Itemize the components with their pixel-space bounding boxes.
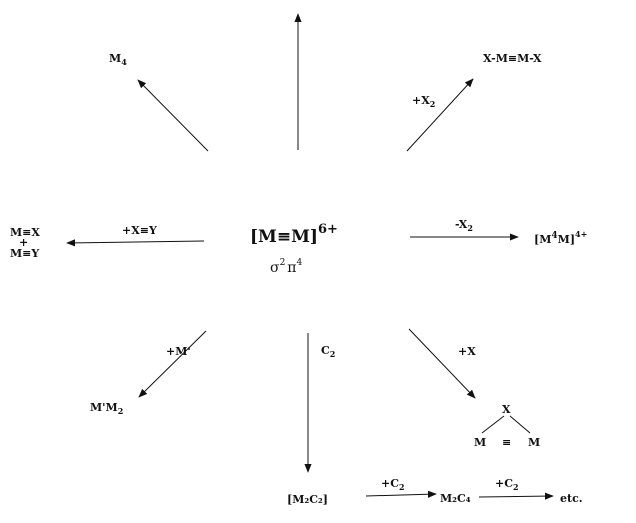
center-charge: 6+ — [318, 222, 338, 237]
product-up-left: M4 — [109, 52, 127, 67]
product-right-bond: 4 — [551, 231, 557, 241]
reagent-down-right: +X — [458, 345, 476, 358]
product-down-left: M'M2 — [90, 401, 123, 416]
reagent-up-right: +X2 — [412, 94, 435, 109]
reagent-left: +X≡Y — [122, 224, 157, 237]
product-left-line2: M≡Y — [10, 247, 39, 260]
reagent-down-text: C — [321, 344, 330, 357]
reagent-right-sub: 2 — [467, 223, 473, 233]
reagent-step-3: +C2 — [495, 477, 519, 492]
sigma-exponent: 2 — [280, 258, 286, 268]
reagent-down: C2 — [321, 344, 335, 359]
arrow-down-left — [138, 330, 207, 398]
product-down-left-text: M'M — [90, 401, 118, 414]
bridge-metal-right: M — [528, 436, 540, 449]
product-down: [M₂C₂] — [287, 493, 328, 506]
bridge-atom: X — [502, 403, 511, 416]
bridge-metal-left: M — [474, 436, 486, 449]
product-up-right: X-M≡M-X — [483, 52, 542, 65]
arrow-left — [66, 239, 205, 247]
product-down-right: X M ≡ M — [474, 403, 540, 449]
reagent-step-2-sub: 2 — [399, 482, 405, 492]
product-step-2: M₂C₄ — [440, 492, 471, 505]
bridge-metal-bond: ≡ — [502, 436, 511, 449]
svg-text:[M≡M]6+: [M≡M]6+ — [250, 222, 338, 247]
reagent-step-3-sub: 2 — [513, 482, 519, 492]
reagent-right: -X2 — [455, 218, 473, 233]
arrow-up-right — [406, 78, 474, 152]
center-formula: [M≡M] — [250, 227, 318, 247]
arrow-up-left — [137, 79, 209, 152]
reagent-down-left: +M' — [166, 345, 191, 358]
product-down-left-sub: 2 — [118, 406, 124, 416]
product-up-left-text: M — [109, 52, 121, 65]
product-left: M≡X + M≡Y — [10, 226, 40, 260]
pi-exponent: 4 — [297, 258, 303, 268]
product-left-plus: + — [19, 236, 28, 249]
product-up-left-sub: 4 — [121, 57, 127, 67]
pi-symbol: π — [287, 260, 296, 276]
bridge-bond-right — [509, 415, 531, 434]
product-right-pre: [M — [534, 233, 551, 246]
reagent-step-2-text: +C — [381, 477, 399, 490]
reagent-up-right-sub: 2 — [430, 99, 436, 109]
product-right: [M4M]4+ — [534, 229, 587, 246]
arrow-down-right — [408, 328, 476, 399]
reagent-right-text: -X — [455, 218, 468, 231]
reagent-step-2: +C2 — [381, 477, 405, 492]
product-step-3: etc. — [560, 492, 583, 505]
product-right-charge: 4+ — [575, 229, 587, 239]
reagent-step-3-text: +C — [495, 477, 513, 490]
sigma-symbol: σ — [270, 260, 280, 276]
arrow-step-3 — [478, 492, 554, 500]
reagent-down-sub: 2 — [330, 349, 336, 359]
reagent-up-right-text: +X — [412, 94, 430, 107]
bridge-bond-left — [481, 415, 505, 434]
arrow-step-2 — [365, 490, 437, 498]
product-right-post: M] — [558, 233, 575, 246]
product-left-line1: M≡X — [10, 226, 40, 239]
